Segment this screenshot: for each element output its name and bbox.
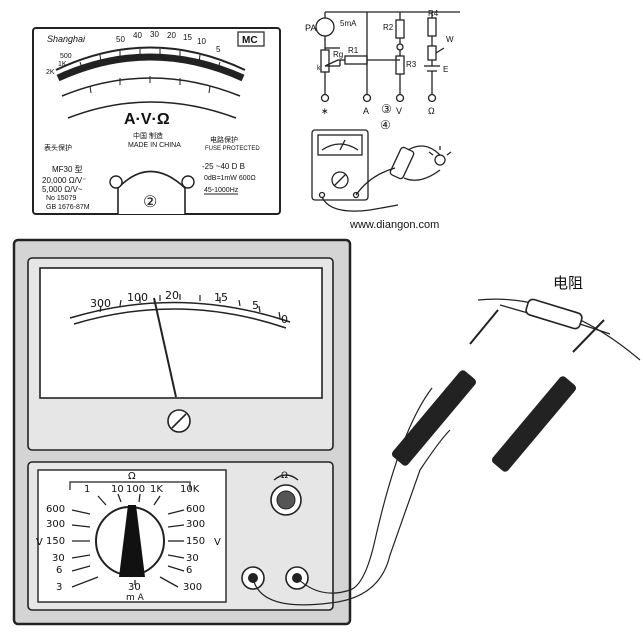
label-k: k (317, 65, 321, 72)
made-in-cn: 中国 制造 (133, 131, 163, 140)
label-r4: R4 (428, 9, 439, 18)
ohm-adjust-label: Ω (281, 471, 288, 481)
scale-num: 15 (214, 291, 228, 304)
omega-label: Ω (128, 471, 136, 482)
range-label: 600 (46, 504, 65, 515)
range-label: 600 (186, 504, 205, 515)
scale-num: 50 (116, 35, 125, 44)
range-label: 10K (180, 484, 200, 495)
omega-num: 1K (58, 61, 67, 68)
range-label: 1 (84, 484, 90, 495)
label-e: E (443, 65, 448, 74)
ma-label: m A (126, 593, 145, 603)
scale-num: 0 (281, 313, 288, 326)
scale-num: 100 (127, 291, 148, 304)
left-note: 表头保护 (44, 143, 72, 152)
label-pa: PA (305, 23, 316, 33)
range-label: 300 (46, 519, 65, 530)
freq-range: 45-1000Hz (204, 187, 239, 194)
test-leads (252, 387, 451, 606)
right-note-cn: 电路保护 (210, 135, 238, 144)
right-note-en: FUSE PROTECTED (205, 146, 260, 152)
label-5ma: 5mA (340, 19, 357, 28)
range-label: 1K (150, 484, 163, 495)
terminal-label: ∗ (321, 106, 329, 116)
model-text: MF30 型 (52, 165, 83, 174)
scale-num: 20 (165, 289, 179, 302)
watermark: www.diangon.com (349, 219, 439, 231)
range-label: 300 (186, 519, 205, 530)
sensitivity-dc: 20,000 Ω/V⁻ (42, 176, 86, 185)
label-w: W (446, 35, 454, 44)
scale-num: 20 (167, 31, 176, 40)
range-label: 30 (128, 582, 141, 593)
serial-number: No 15079 (46, 195, 76, 202)
label-r3: R3 (406, 60, 417, 69)
avo-label: A·V·Ω (124, 111, 170, 128)
scale-num: 5 (252, 299, 259, 312)
omega-num: 2K (46, 69, 55, 76)
sensitivity-ac: 5,000 Ω/V~ (42, 185, 83, 194)
main-multimeter: 300 100 20 15 5 0 Ω 1 10 100 1K 10K 600 … (12, 238, 352, 626)
range-label: 6 (56, 565, 62, 576)
probe-right (491, 319, 605, 472)
range-label: 30 (52, 553, 65, 564)
db-ref: 0dB=1mW 600Ω (204, 175, 256, 182)
scale-num: 10 (197, 37, 206, 46)
panel-number: ② (143, 194, 157, 211)
scale-num: 5 (216, 45, 221, 54)
v-left-label: V (36, 537, 43, 548)
terminal-label: A (363, 106, 369, 116)
resistor-label: 电阻 (553, 275, 583, 292)
range-label: 300 (183, 582, 202, 593)
range-label: 100 (126, 484, 145, 495)
panel-number: ③ (381, 102, 392, 116)
probe-left (391, 309, 499, 466)
scale-num: 40 (133, 31, 142, 40)
scale-num: 30 (150, 30, 159, 39)
panel-number: ④ (380, 118, 391, 132)
range-label: 150 (46, 536, 65, 547)
brand-text: Shanghai (47, 34, 86, 44)
brand-badge: MC (242, 35, 258, 46)
omega-num: 500 (60, 53, 72, 60)
range-label: 3 (56, 582, 62, 593)
scale-num: 300 (90, 297, 111, 310)
v-right-label: V (214, 537, 221, 548)
terminal-label: Ω (428, 106, 435, 116)
label-r1: R1 (348, 46, 359, 55)
circuit-panel (315, 11, 460, 103)
made-in-en: MADE IN CHINA (128, 142, 181, 149)
label-rg: Rg (333, 50, 343, 59)
circuit-labels: PA 5mA Rg R1 R2 R3 R4 W E k ∗ A V Ω ③ (305, 9, 454, 116)
range-label: 6 (186, 565, 192, 576)
terminal-label: V (396, 106, 402, 116)
standard-text: GB 1676-87M (46, 204, 90, 211)
scale-num: 15 (183, 33, 192, 42)
test-setup-panel (311, 129, 452, 212)
label-r2: R2 (383, 23, 394, 32)
range-label: 30 (186, 553, 199, 564)
meter-face-panel: Shanghai MC 50 40 30 20 15 10 5 500 1K 2… (32, 27, 281, 215)
db-range: -25 ~40 D B (202, 162, 245, 171)
range-label: 10 (111, 484, 124, 495)
selector-pointer (119, 505, 145, 577)
range-label: 150 (186, 536, 205, 547)
resistor (477, 298, 641, 361)
